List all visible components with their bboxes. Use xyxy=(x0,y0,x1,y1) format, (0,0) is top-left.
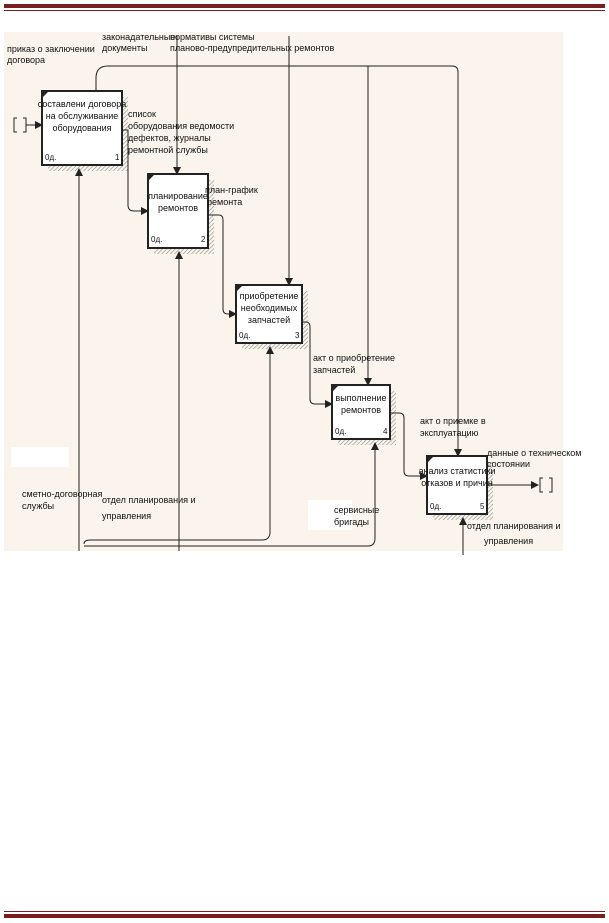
label-tech-data-2: состоянии xyxy=(487,459,530,469)
label-list-1: список xyxy=(128,109,156,119)
label-list-4: ремонтной службы xyxy=(128,145,208,155)
label-act-accept-2: эксплуатацию xyxy=(420,428,479,438)
box-1-number: 1 xyxy=(115,153,120,162)
box-3-cost: 0д. xyxy=(239,331,250,340)
function-box-1[interactable]: составлени договора на обслуживание обор… xyxy=(38,90,128,171)
control-order-arrow xyxy=(95,65,462,457)
label-list-2: оборудования ведомости xyxy=(128,121,234,131)
box-5-title-line-2: отказов и причин xyxy=(421,478,492,488)
label-tech-data-1: данные о техническом xyxy=(487,448,581,458)
box-4-cost: 0д. xyxy=(335,427,346,436)
bottom-rule xyxy=(4,914,605,918)
function-box-2[interactable]: планирование ремонтов 0д. 2 xyxy=(147,173,214,254)
flow-3-to-4 xyxy=(302,321,333,408)
box-1-title-line-2: на обслуживание xyxy=(46,111,119,121)
box-1-cost: 0д. xyxy=(45,153,56,162)
box-4-title-line-2: ремонтов xyxy=(341,405,381,415)
label-service-2: бригады xyxy=(334,517,369,527)
label-norms-2: планово-предупредительных ремонтов xyxy=(170,43,334,53)
flow-2-to-3 xyxy=(208,214,237,318)
label-plan-1: план-график xyxy=(205,185,258,195)
top-rule-thin xyxy=(4,10,605,11)
mechanism-dept-branch xyxy=(83,346,274,545)
box-2-title-line-1: планирование xyxy=(148,191,208,201)
label-act-accept-1: акт о приемке в xyxy=(420,416,486,426)
box-3-number: 3 xyxy=(295,331,300,340)
label-laws-2: документы xyxy=(102,43,147,53)
function-box-4[interactable]: выполнение ремонтов 0д. 4 xyxy=(331,384,396,445)
label-norms-1: нормативы системы xyxy=(170,32,255,42)
flow-1-to-2 xyxy=(122,129,149,215)
box-5-title-line-1: анализ статистики xyxy=(419,466,496,476)
label-act-parts-1: акт о приобретение xyxy=(313,353,395,363)
box-5-number: 5 xyxy=(480,502,485,511)
white-patch xyxy=(11,447,69,467)
label-dept2-1: отдел планирования и xyxy=(467,521,561,531)
box-3-title-line-3: запчастей xyxy=(248,315,290,325)
label-service-1: сервисные xyxy=(334,505,379,515)
mechanism-service-arrow xyxy=(84,442,379,547)
label-order-1: приказ о заключении xyxy=(7,44,95,54)
white-patch xyxy=(308,500,352,530)
label-order-2: договора xyxy=(7,55,45,65)
box-3-title-line-1: приобретение xyxy=(240,291,299,301)
label-estimate-1: сметно-договорная xyxy=(22,489,103,499)
box-1-title-line-3: оборудования xyxy=(52,123,111,133)
label-act-parts-2: запчастей xyxy=(313,365,355,375)
label-dept2-2: управления xyxy=(484,536,533,546)
label-dept-1: отдел планирования и xyxy=(102,495,196,505)
box-4-title-line-1: выполнение xyxy=(335,393,386,403)
label-dept-2: управления xyxy=(102,511,151,521)
label-estimate-2: службы xyxy=(22,501,54,511)
box-5-cost: 0д. xyxy=(430,502,441,511)
label-laws-1: законадательные xyxy=(102,32,175,42)
label-list-3: дефектов, журналы xyxy=(128,133,211,143)
box-4-number: 4 xyxy=(383,427,388,436)
box-2-cost: 0д. xyxy=(151,235,162,244)
flow-4-to-5 xyxy=(390,412,428,480)
box-2-title-line-2: ремонтов xyxy=(158,203,198,213)
label-plan-2: ремонта xyxy=(207,197,242,207)
box-2-number: 2 xyxy=(201,235,206,244)
output-tunnel-marker xyxy=(539,477,553,493)
box-3-title-line-2: необходимых xyxy=(241,303,298,313)
top-rule xyxy=(4,4,605,8)
function-box-5[interactable]: анализ статистики отказов и причин 0д. 5 xyxy=(419,455,496,520)
function-box-3[interactable]: приобретение необходимых запчастей 0д. 3 xyxy=(235,284,308,349)
box-1-title-line-1: составлени договора xyxy=(38,99,127,109)
bottom-rule-thin xyxy=(4,911,605,912)
